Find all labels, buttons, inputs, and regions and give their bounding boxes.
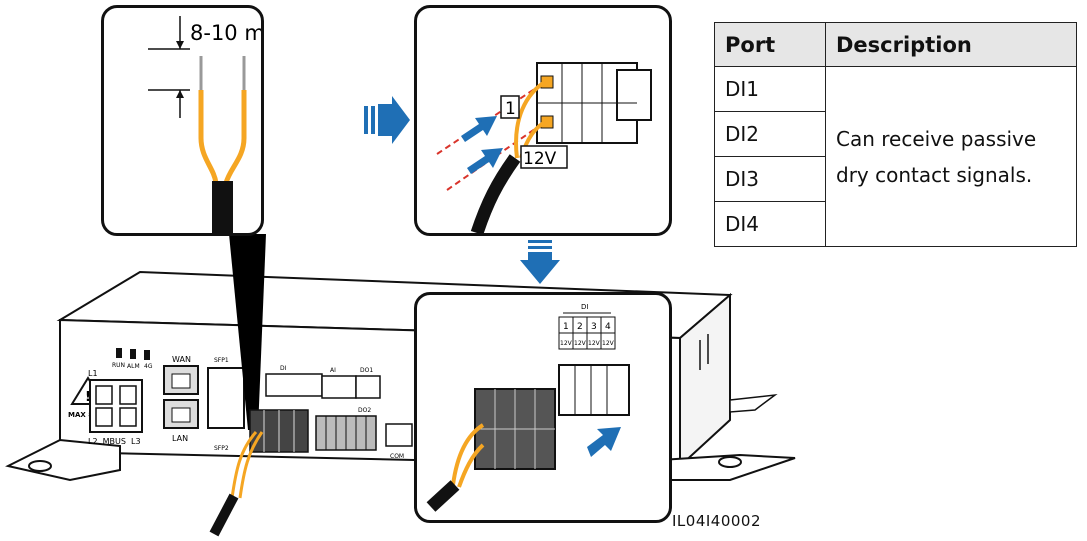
connect-cable [426, 480, 460, 512]
insert-wire-1 [514, 80, 547, 159]
port-cell: DI1 [714, 66, 826, 112]
arrow-right-bar [371, 106, 375, 134]
bracket-right-back [729, 393, 778, 413]
warning-mark: ! [85, 390, 91, 405]
ai-header-strip [321, 375, 357, 399]
table-row: DI1 Can receive passive dry contact sign… [714, 66, 1077, 247]
sfp2-label: SFP2 [214, 445, 229, 452]
port-cell: DI3 [714, 156, 826, 202]
arrow-down-bar [528, 240, 552, 243]
l1-label: L1 [88, 369, 98, 378]
device-side [679, 292, 731, 469]
arrow-down-bar [528, 246, 552, 249]
led-label-run: RUN [112, 362, 125, 369]
header-description: Description [825, 22, 1077, 67]
connect-wire-2 [457, 443, 485, 488]
connect-panel: DI 1 2 3 4 12V 12V 12V 12V [414, 292, 672, 523]
table-row: DI2 [714, 111, 1077, 157]
arrow-right-bar [364, 106, 368, 134]
max-voltage-label: MAX 800V [68, 411, 109, 419]
pin-number-2: 2 [577, 322, 583, 332]
pin-number-4: 4 [605, 322, 611, 332]
wan-label: WAN [172, 355, 191, 364]
insert-arrow-icon [461, 116, 497, 142]
device-wire-1 [230, 431, 258, 499]
lan-port-inner [171, 407, 191, 423]
terminal-slot [95, 385, 113, 405]
lan-label: LAN [172, 434, 188, 443]
connect-title: DI [581, 303, 588, 311]
di-header-strip [265, 373, 323, 397]
description-line-2: dry contact signals. [836, 162, 1033, 187]
table-row: DI3 [714, 156, 1077, 202]
strip-length-label: 8-10 mm [190, 21, 261, 45]
strip-illustration: 8-10 mm [148, 16, 261, 233]
led-label-4g: 4G [144, 363, 153, 370]
wan-port-inner [171, 373, 191, 389]
led-alm [130, 349, 136, 359]
pin-number-1: 1 [563, 322, 569, 332]
led-label-alm: ALM [127, 363, 140, 370]
callout-funnel [229, 234, 266, 430]
device-wire-2 [238, 431, 264, 499]
terminal-slot [119, 385, 137, 405]
table-header-row: Port Description [714, 22, 1077, 67]
table-row: DI4 [714, 201, 1077, 247]
pin-voltage-2: 12V [574, 340, 587, 347]
connect-arrow-icon [587, 427, 621, 457]
connect-illustration: DI 1 2 3 4 12V 12V 12V 12V [426, 303, 630, 512]
sfp-port [207, 367, 245, 429]
terminal-slot [119, 407, 137, 427]
di-label: DI [280, 365, 287, 372]
device-cable [209, 493, 239, 537]
arrow-down-icon [520, 252, 560, 284]
figure-id: IL04I40002 [672, 512, 762, 530]
sfp1-label: SFP1 [214, 357, 229, 364]
led-4g [144, 350, 150, 360]
pin-voltage-4: 12V [602, 340, 615, 347]
port-cell: DI4 [714, 201, 826, 247]
voltage-label: 12V [523, 149, 557, 169]
pin-label-box [500, 95, 520, 119]
pin-label: 1 [505, 99, 516, 119]
insert-arrow-icon [467, 148, 503, 174]
description-line-1: Can receive passive [836, 126, 1037, 151]
do1-label: DO1 [360, 367, 373, 374]
pin-voltage-3: 12V [588, 340, 601, 347]
bracket-left [5, 438, 121, 482]
dim-arrow-down-icon [176, 41, 184, 49]
do-header-strip [355, 375, 381, 399]
strip-length-panel: 8-10 mm [101, 5, 264, 236]
do2-label: DO2 [358, 407, 371, 414]
led-run [116, 348, 122, 358]
ai-label: AI [330, 367, 336, 374]
dim-arrow-up-icon [176, 90, 184, 98]
pin-voltage-1: 12V [560, 340, 573, 347]
insert-illustration: 1 12V [436, 62, 652, 233]
pin-number-3: 3 [591, 322, 597, 332]
insert-wire-panel: 1 12V [414, 5, 672, 236]
connect-wire-1 [451, 423, 485, 486]
connector-flange [616, 69, 652, 121]
cable-jacket [212, 181, 233, 233]
voltage-label-box [520, 145, 568, 169]
bracket-hole-left [28, 460, 52, 472]
insulated-wire-right [223, 90, 247, 184]
insert-cable [470, 154, 521, 233]
arrow-right-icon [378, 96, 410, 144]
power-terminal [89, 379, 143, 433]
description-cell: Can receive passive dry contact signals. [825, 66, 1077, 247]
device-socket [558, 364, 630, 416]
com-port [385, 423, 413, 447]
header-port: Port [714, 22, 826, 67]
insulated-wire-left [198, 90, 219, 184]
com-label: COM [390, 453, 404, 460]
terminal-slot [95, 407, 113, 427]
bottom-ports-label: L2 MBUS L3 [88, 437, 141, 446]
port-table: Port Description DI1 Can receive passive… [714, 22, 1077, 247]
port-cell: DI2 [714, 111, 826, 157]
bracket-hole-right [718, 456, 742, 468]
